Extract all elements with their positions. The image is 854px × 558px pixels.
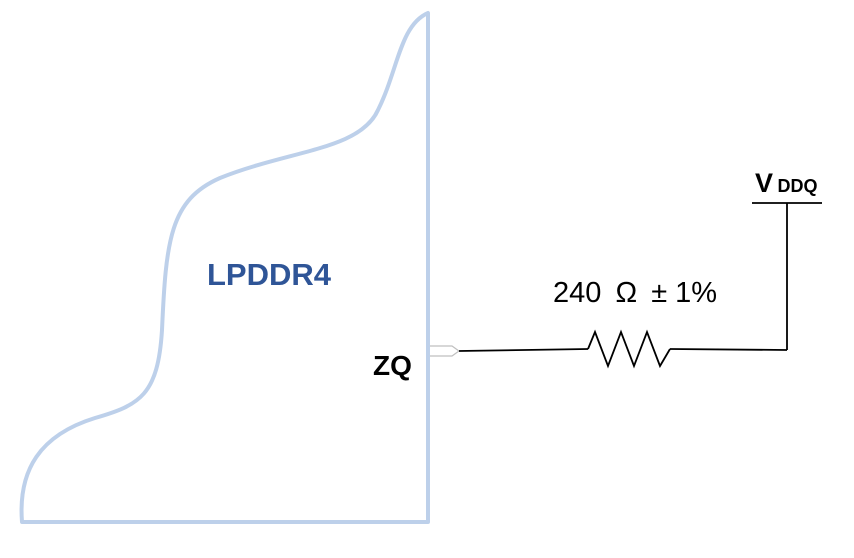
zq-pin-stub bbox=[430, 345, 461, 357]
supply-label: V DDQ bbox=[755, 168, 817, 198]
resistor-value-label: 240 Ω ± 1% bbox=[553, 277, 717, 309]
chip-outline bbox=[19, 11, 430, 524]
chip-name: LPDDR4 bbox=[207, 257, 332, 292]
resistor-value: 240 bbox=[553, 277, 601, 309]
resistor-symbol bbox=[587, 329, 671, 369]
supply-label-subscript: DDQ bbox=[777, 176, 817, 196]
wire-resistor-to-rail bbox=[669, 348, 788, 351]
ohm-symbol: Ω bbox=[615, 277, 637, 309]
supply-label-main: V bbox=[755, 168, 773, 198]
resistor-tolerance: ± 1% bbox=[651, 277, 717, 309]
wire-pin-to-resistor bbox=[458, 348, 589, 352]
zq-pin-label: ZQ bbox=[373, 350, 412, 381]
